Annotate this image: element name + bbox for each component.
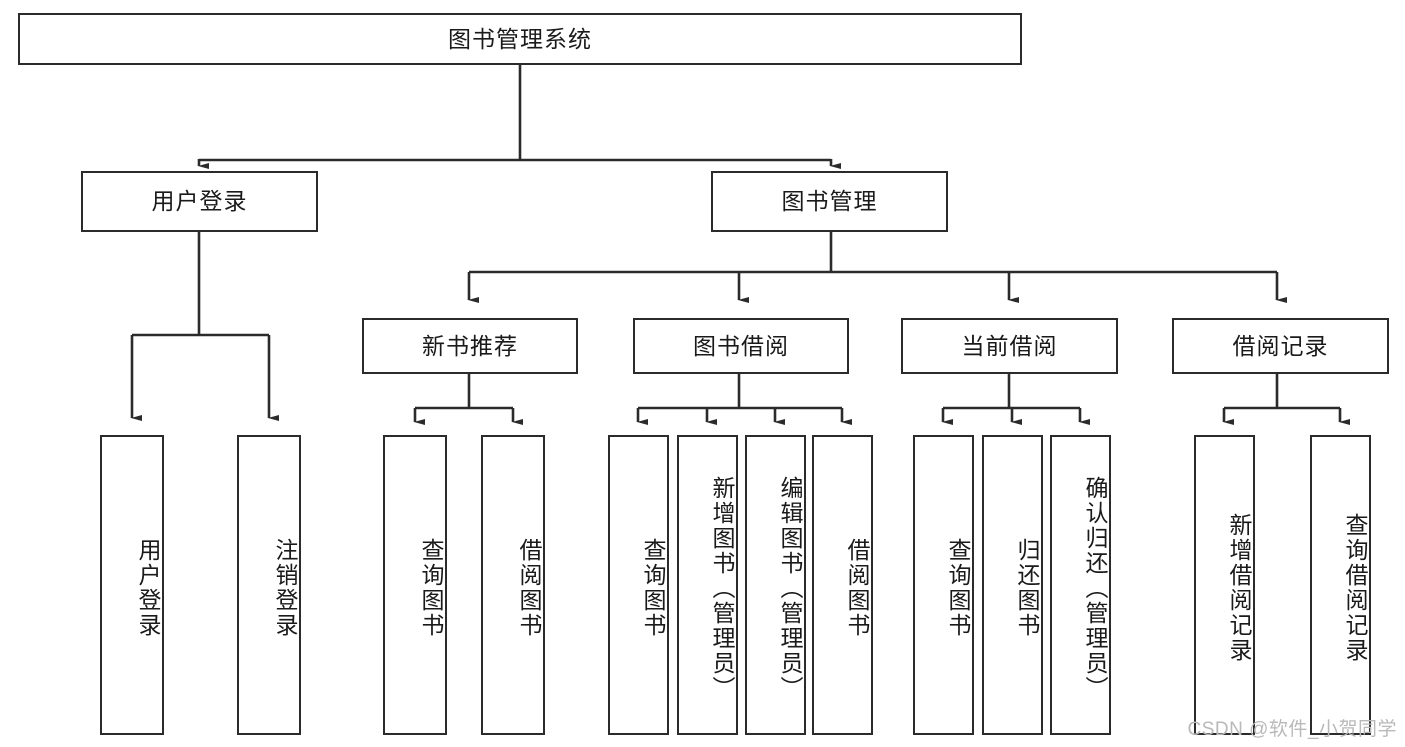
node-label: 用户登录 [151,188,248,215]
node-leaf-edit-book-admin[interactable]: 编辑图书（管理员） [745,435,806,735]
node-label: 确认归还（管理员） [1082,475,1108,701]
node-new-book-recommend[interactable]: 新书推荐 [362,318,578,374]
node-leaf-add-book-admin[interactable]: 新增图书（管理员） [677,435,738,735]
node-label: 查询图书 [945,538,971,638]
node-label: 用户登录 [135,538,161,638]
node-root-book-management-system[interactable]: 图书管理系统 [18,13,1022,65]
node-current-borrow[interactable]: 当前借阅 [901,318,1118,374]
node-label: 借阅图书 [844,538,870,638]
node-label: 图书管理 [781,188,878,215]
watermark: CSDN @软件_小贺同学 [1187,719,1397,740]
node-leaf-borrow-book-recommend[interactable]: 借阅图书 [481,435,545,735]
node-label: 新书推荐 [422,332,518,359]
node-label: 新增图书（管理员） [709,475,735,701]
node-label: 查询图书 [640,538,666,638]
node-user-login[interactable]: 用户登录 [81,171,318,232]
node-label: 图书借阅 [693,332,789,359]
node-label: 注销登录 [272,538,298,638]
node-leaf-borrow-book[interactable]: 借阅图书 [812,435,873,735]
node-label: 新增借阅记录 [1226,513,1252,663]
node-leaf-return-book[interactable]: 归还图书 [982,435,1043,735]
node-label: 借阅记录 [1232,332,1329,359]
node-label: 编辑图书（管理员） [777,475,803,701]
node-leaf-query-book-borrow[interactable]: 查询图书 [608,435,669,735]
node-book-management[interactable]: 图书管理 [711,171,948,232]
node-borrow-record[interactable]: 借阅记录 [1172,318,1389,374]
node-label: 图书管理系统 [448,25,592,52]
node-label: 借阅图书 [516,538,542,638]
node-leaf-logout-login[interactable]: 注销登录 [237,435,301,735]
node-leaf-query-book-recommend[interactable]: 查询图书 [383,435,447,735]
node-leaf-query-book-current[interactable]: 查询图书 [913,435,974,735]
node-label: 当前借阅 [961,332,1058,359]
node-label: 归还图书 [1014,538,1040,638]
node-label: 查询借阅记录 [1342,513,1368,663]
node-leaf-confirm-return-admin[interactable]: 确认归还（管理员） [1050,435,1111,735]
node-leaf-query-borrow-record[interactable]: 查询借阅记录 [1310,435,1371,735]
node-book-borrow[interactable]: 图书借阅 [633,318,849,374]
node-leaf-add-borrow-record[interactable]: 新增借阅记录 [1194,435,1255,735]
node-leaf-user-login[interactable]: 用户登录 [100,435,164,735]
node-label: 查询图书 [418,538,444,638]
